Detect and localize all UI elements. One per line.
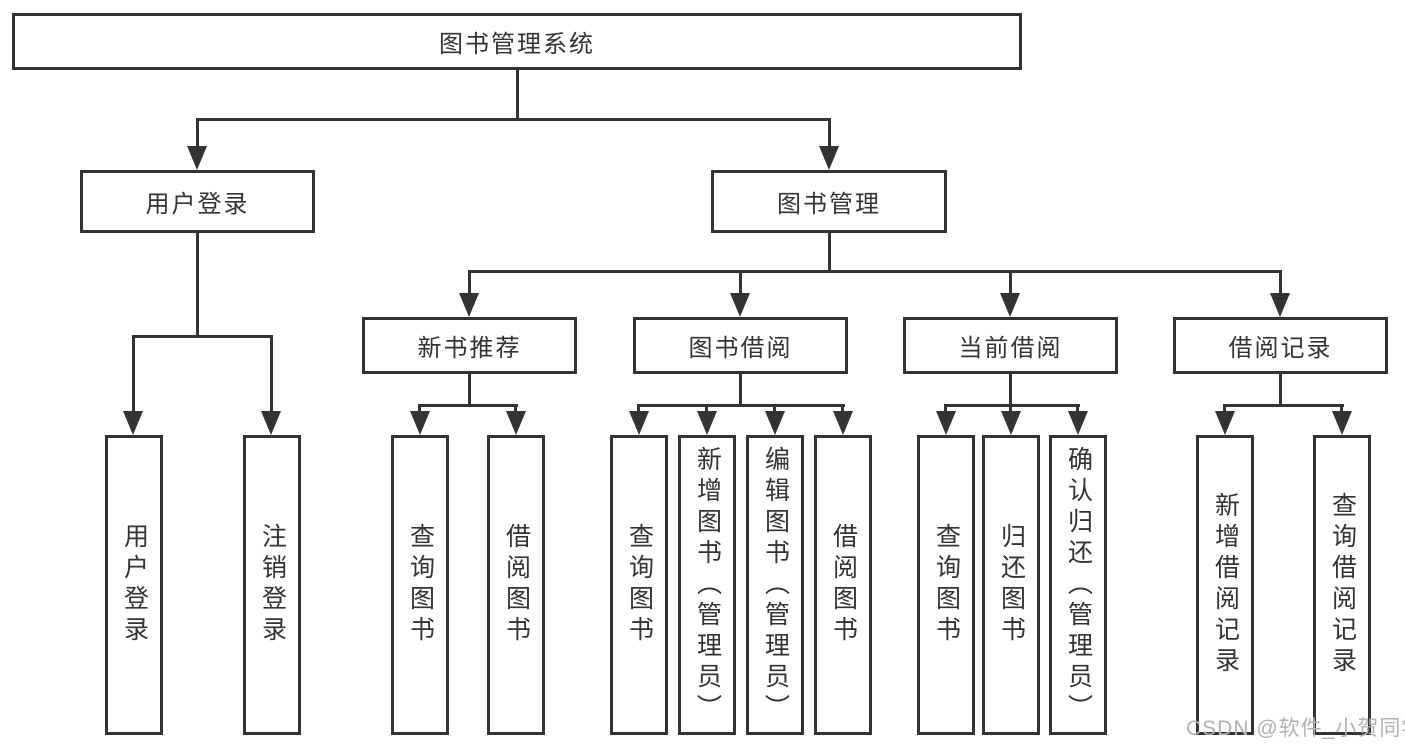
node-borrowing-records: 借阅记录 [1173,317,1388,374]
connector-line [468,374,471,406]
leaf-bb-query-books: 查询图书 [610,435,668,735]
arrow-down-icon [506,411,526,435]
node-label: 新增图书（管理员） [693,445,722,725]
connector-line [196,118,831,121]
connector-line [1076,404,1079,416]
connector-line [1223,404,1226,416]
node-label: 图书借阅 [688,335,793,362]
leaf-br-add-record: 新增借阅记录 [1196,435,1254,735]
leaf-nb-query-books: 查询图书 [391,435,449,735]
connector-line [637,404,845,407]
connector-line [516,70,519,120]
connector-line [739,270,742,297]
arrow-down-icon [1332,411,1352,435]
leaf-bb-borrow-books: 借阅图书 [814,435,872,735]
node-label: 借阅图书 [502,523,531,647]
node-label: 借阅记录 [1228,335,1333,362]
leaf-logout: 注销登录 [243,435,301,735]
connector-line [196,233,199,337]
arrow-down-icon [833,411,853,435]
node-label: 借阅图书 [829,523,858,647]
connector-line [468,270,471,297]
csdn-watermark: CSDN @软件_小贺同学 [1186,717,1405,740]
connector-line [944,404,947,416]
node-label: 当前借阅 [958,335,1063,362]
connector-line [705,404,708,416]
node-label: 用户登录 [145,191,250,218]
node-label: 图书管理 [777,191,881,218]
connector-line [418,404,421,416]
connector-line [468,270,1282,273]
arrow-down-icon [765,411,785,435]
arrow-down-icon [410,411,430,435]
node-label: 新增借阅记录 [1211,492,1240,678]
arrow-down-icon [459,293,479,317]
arrow-down-icon [936,411,956,435]
node-label: 查询图书 [932,523,961,647]
connector-line [418,404,518,407]
arrow-down-icon [697,411,717,435]
leaf-br-query-record: 查询借阅记录 [1313,435,1371,735]
node-label: 图书管理系统 [439,31,595,58]
node-library-management-system: 图书管理系统 [12,13,1022,70]
leaf-bb-add-books-admin: 新增图书（管理员） [678,435,736,735]
arrow-down-icon [1001,411,1021,435]
connector-line [132,335,135,415]
leaf-bb-edit-books-admin: 编辑图书（管理员） [746,435,804,735]
arrow-down-icon [819,146,839,170]
arrow-down-icon [261,411,281,435]
node-label: 用户登录 [120,523,149,647]
connector-line [828,118,831,150]
arrow-down-icon [730,293,750,317]
connector-line [1279,270,1282,297]
node-book-borrowing: 图书借阅 [633,317,848,374]
arrow-down-icon [123,411,143,435]
connector-line [514,404,517,416]
connector-line [637,404,640,416]
connector-line [1223,404,1344,407]
node-current-borrowing: 当前借阅 [903,317,1118,374]
connector-line [196,118,199,150]
node-new-book-recommendation: 新书推荐 [362,317,577,374]
connector-line [1009,374,1012,406]
connector-line [132,335,273,338]
arrow-down-icon [1068,411,1088,435]
connector-line [739,374,742,406]
connector-line [841,404,844,416]
connector-line [1009,270,1012,297]
connector-line [270,335,273,415]
arrow-down-icon [1000,293,1020,317]
connector-line [1279,374,1282,406]
arrow-down-icon [187,146,207,170]
connector-line [773,404,776,416]
leaf-nb-borrow-books: 借阅图书 [487,435,545,735]
connector-line [828,233,831,272]
connector-line [944,404,1080,407]
node-user-login: 用户登录 [80,170,315,233]
arrow-down-icon [1215,411,1235,435]
node-label: 查询图书 [406,523,435,647]
node-label: 查询图书 [625,523,654,647]
leaf-cb-query-books: 查询图书 [917,435,975,735]
node-label: 确认归还（管理员） [1064,445,1093,725]
connector-line [1340,404,1343,416]
node-label: 归还图书 [997,523,1026,647]
arrow-down-icon [1270,293,1290,317]
leaf-cb-confirm-return-admin: 确认归还（管理员） [1049,435,1107,735]
node-book-management: 图书管理 [711,170,947,233]
node-label: 编辑图书（管理员） [761,445,790,725]
node-label: 查询借阅记录 [1328,492,1357,678]
node-label: 注销登录 [258,523,287,647]
node-label: 新书推荐 [417,335,522,362]
leaf-user-login: 用户登录 [105,435,163,735]
arrow-down-icon [629,411,649,435]
leaf-cb-return-books: 归还图书 [982,435,1040,735]
connector-line [1009,404,1012,416]
